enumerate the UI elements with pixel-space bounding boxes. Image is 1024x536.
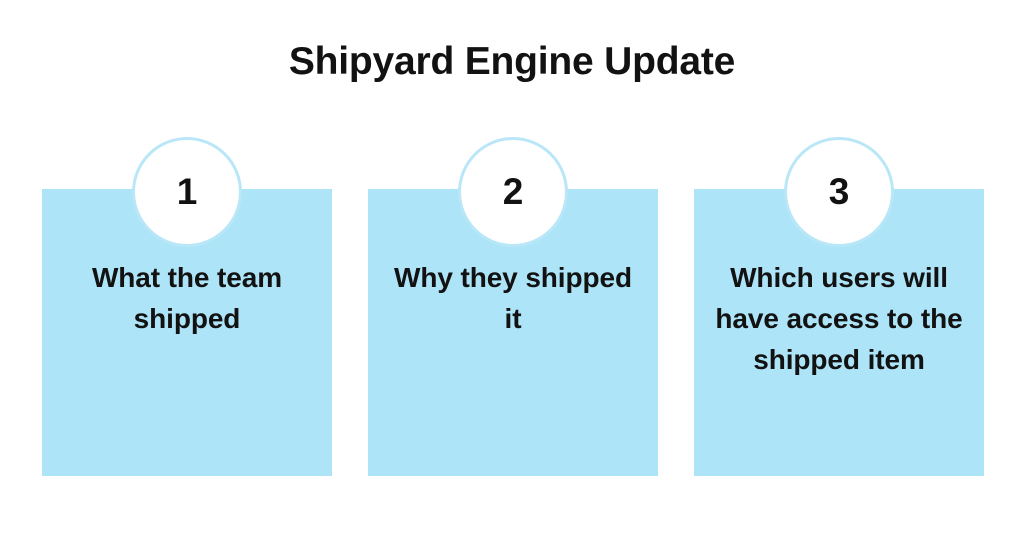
page-title: Shipyard Engine Update — [288, 40, 736, 83]
card-3-text: Which users will have access to the ship… — [715, 262, 963, 375]
card-3-number-badge: 3 — [784, 137, 894, 247]
card-3: 3 Which users will have access to the sh… — [694, 137, 984, 476]
card-1-number-badge: 1 — [132, 137, 242, 247]
card-1-text: What the team shipped — [91, 262, 283, 334]
card-1-number: 1 — [176, 170, 198, 212]
card-2-text: Why they shipped it — [394, 262, 632, 334]
card-2-number-badge: 2 — [458, 137, 568, 247]
card-2-number: 2 — [502, 170, 524, 212]
card-row: 1 What the team shipped 2 Why they shipp… — [42, 137, 984, 476]
card-3-number: 3 — [828, 170, 850, 212]
card-2: 2 Why they shipped it — [368, 137, 658, 476]
card-1: 1 What the team shipped — [42, 137, 332, 476]
